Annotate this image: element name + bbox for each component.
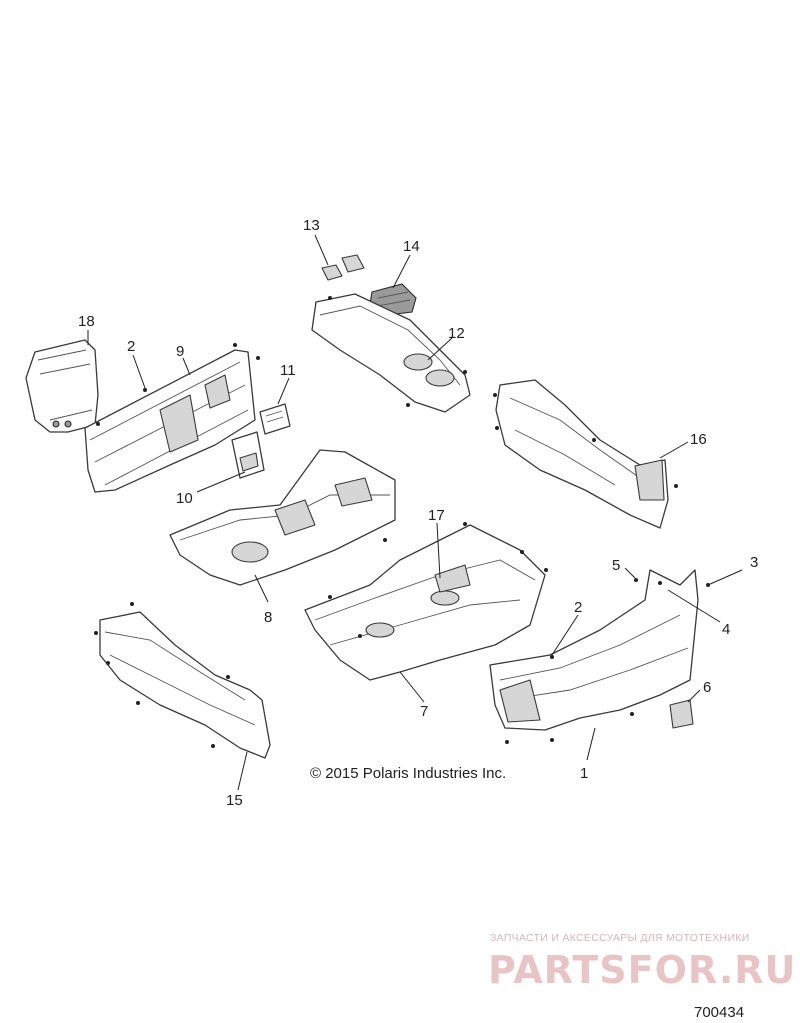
part-15-left-panel [99,611,271,759]
callout-2-firewall: 2 [574,599,582,616]
callout-15: 15 [226,792,243,809]
part-11-cover [259,403,291,435]
callout-9: 9 [176,343,184,360]
callout-13: 13 [303,217,320,234]
callout-8: 8 [264,609,272,626]
part-16-right-panel [495,379,669,529]
part-12-center-console [311,293,471,413]
part-18-storage-box [25,339,99,433]
callout-1: 1 [580,765,588,782]
part-10-panel [231,431,265,479]
callout-2-dash: 2 [127,338,135,355]
callout-10: 10 [176,490,193,507]
callouts: 1 2 2 3 4 5 6 7 8 9 10 11 12 13 14 15 16… [78,217,758,809]
callout-5: 5 [612,557,620,574]
watermark: ЗАПЧАСТИ И АКСЕССУАРЫ ДЛЯ МОТОТЕХНИКИ PA… [488,932,796,992]
callout-12: 12 [448,325,465,342]
figure-id: 700434 [694,1004,744,1021]
callout-17: 17 [428,507,445,524]
callout-3: 3 [750,554,758,571]
callout-16: 16 [690,431,707,448]
callout-7: 7 [420,703,428,720]
fasteners [94,296,710,748]
callout-4: 4 [722,621,730,638]
callout-18: 18 [78,313,95,330]
part-2-dash-panel [84,349,256,493]
watermark-tagline: ЗАПЧАСТИ И АКСЕССУАРЫ ДЛЯ МОТОТЕХНИКИ [490,932,750,944]
part-7-main-floor [304,524,546,681]
leader-lines [87,234,743,791]
callout-6: 6 [703,679,711,696]
watermark-logo: PARTSFOR.RU [488,948,796,992]
part-6-bracket [669,699,694,729]
part-13-clips [321,254,365,281]
callout-14: 14 [403,238,420,255]
callout-11: 11 [280,362,296,379]
part-8-floor-tray [169,449,396,586]
part-1-firewall [489,569,699,731]
copyright-notice: © 2015 Polaris Industries Inc. [310,765,506,782]
